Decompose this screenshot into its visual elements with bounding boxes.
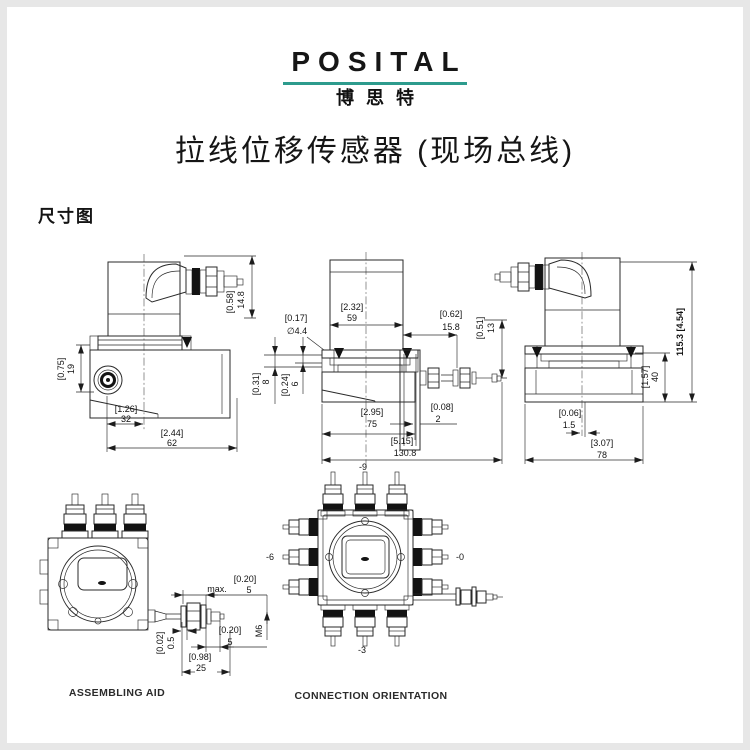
cable-glands-top <box>61 493 149 539</box>
dim-label: 0.5 <box>166 637 176 650</box>
dim-label: 5 <box>246 585 251 595</box>
draw-wire-fittings <box>419 367 502 389</box>
display-window <box>341 535 390 579</box>
cable-glands-right <box>413 518 449 596</box>
dim-label: 32 <box>121 414 131 424</box>
dim-label: 40 <box>650 372 660 382</box>
dim-label: 6 <box>290 381 300 386</box>
dim-label: [0.06] <box>559 408 582 418</box>
dim-label: 1.5 <box>563 420 576 430</box>
dim-label: [1.26] <box>115 404 138 414</box>
dim-label: 19 <box>66 364 76 374</box>
dim-label: [3.07] <box>591 438 614 448</box>
dim-label: [2.95] <box>361 407 384 417</box>
connector-seal-ring <box>192 268 200 295</box>
dim-label: [1.57] <box>640 366 650 389</box>
dim-label: [2.44] <box>161 428 184 438</box>
dim-label: [0.17] <box>285 313 308 323</box>
brand-logo: POSITAL <box>283 46 467 85</box>
section-heading-dimension-drawing: 尺寸图 <box>38 207 95 226</box>
drawing-connection-orientation: -9 -6 -0 -3 <box>266 462 503 655</box>
dim-label: [0.20] <box>234 574 257 584</box>
drawing-assembling-aid: max. [0.20] 5 M6 [0.20] 5 [0.02] 0.5 [0.… <box>39 493 270 676</box>
dim-label: [0.51] <box>475 317 485 340</box>
dim-label: 78 <box>597 450 607 460</box>
orientation-labels: -9 -6 -0 -3 <box>266 462 464 655</box>
dimensions: [1.57] 40 115.3 [4.54] [0.06] 1.5 [3.07]… <box>524 261 697 464</box>
clamp-mark <box>626 347 636 358</box>
drawing-front-view-right: [1.57] 40 115.3 [4.54] [0.06] 1.5 [3.07]… <box>494 252 697 464</box>
clamp-mark <box>334 348 344 359</box>
dim-label: [5.15] <box>391 436 414 446</box>
dimensions: [0.58] 14.8 [0.75] 19 [1.26] 32 [2.44] 6… <box>56 255 256 452</box>
dim-label: [0.58] <box>225 291 235 314</box>
device-outline <box>89 254 244 430</box>
clamp-mark <box>402 348 412 359</box>
dim-label: [0.31] <box>251 373 261 396</box>
cable-glands-top <box>320 471 410 517</box>
brand-logo-wrap: POSITAL <box>0 46 750 85</box>
dimensions: max. [0.20] 5 M6 [0.20] 5 [0.02] 0.5 [0.… <box>155 574 270 676</box>
dim-label: 2 <box>435 414 440 424</box>
clamp-mark <box>532 347 542 358</box>
mounting-flange <box>399 349 421 451</box>
caption-connection-orientation: CONNECTION ORIENTATION <box>294 690 448 702</box>
dim-label: [0.02] <box>155 632 165 655</box>
dim-label: 25 <box>196 663 206 673</box>
drawing-side-view-left: [0.58] 14.8 [0.75] 19 [1.26] 32 [2.44] 6… <box>56 254 256 452</box>
orientation-label-right: -0 <box>456 552 464 562</box>
dim-label: 13 <box>486 323 496 333</box>
device-outline <box>494 252 644 436</box>
page-title: 拉线位移传感器 (现场总线) <box>174 135 576 168</box>
dim-label: [0.98] <box>189 652 212 662</box>
clamp-mark <box>182 337 192 348</box>
orientation-label-top: -9 <box>359 462 367 472</box>
cable-glands-bottom <box>320 604 410 647</box>
dim-label: 62 <box>167 438 177 448</box>
connector-seal-ring <box>535 264 543 290</box>
draw-wire-fittings <box>147 602 225 631</box>
orientation-label-bottom: -3 <box>358 645 366 655</box>
dim-label: 8 <box>261 379 271 384</box>
dim-label: 59 <box>347 313 357 323</box>
brand-logo-chinese: 博思特 <box>336 88 426 108</box>
dim-label: M6 <box>254 625 264 638</box>
drawing-side-view-middle: [2.32] 59 [0.17] ∅4.4 [0.62] 15.8 [0.51]… <box>251 252 507 468</box>
dim-label: [0.62] <box>440 309 463 319</box>
dim-label: [0.24] <box>280 374 290 397</box>
dim-label: [2.32] <box>341 302 364 312</box>
dim-label: 15.8 <box>442 322 460 332</box>
dim-label: 14.8 <box>236 291 246 309</box>
dim-label: max. <box>207 584 227 594</box>
caption-assembling-aid: ASSEMBLING AID <box>68 687 166 699</box>
draw-wire-fittings <box>413 586 503 607</box>
wire-outlet <box>93 365 123 395</box>
cable-glands-left <box>282 518 318 596</box>
device-outline <box>282 471 503 647</box>
dim-label: ∅4.4 <box>287 326 307 336</box>
dim-label: 75 <box>367 419 377 429</box>
dimensions: [2.32] 59 [0.17] ∅4.4 [0.62] 15.8 [0.51]… <box>251 302 507 464</box>
orientation-label-left: -6 <box>266 552 274 562</box>
device-outline <box>39 493 225 631</box>
dim-label: 115.3 [4.54] <box>675 308 685 356</box>
display-window <box>77 557 128 591</box>
dim-label: 130.8 <box>394 448 417 458</box>
dim-label: [0.08] <box>431 402 454 412</box>
dim-label: [0.75] <box>56 358 66 381</box>
